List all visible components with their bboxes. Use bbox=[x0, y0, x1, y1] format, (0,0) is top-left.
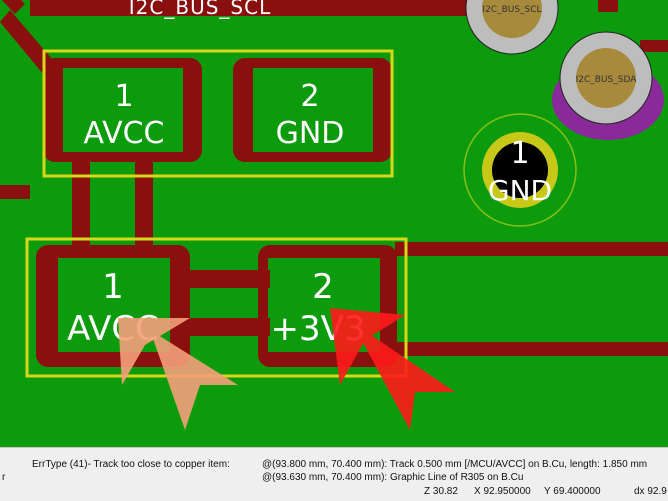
pcb-canvas[interactable]: 1 AVCC 2 GND 1 AVCC 2 +3V3 I2C_BUS_SCL bbox=[0, 0, 668, 447]
bottom-pad1-number: 1 bbox=[102, 267, 124, 307]
track-right-lower[interactable] bbox=[395, 342, 668, 356]
drc-marker-orange[interactable] bbox=[118, 318, 238, 430]
top-net-label: I2C_BUS_SCL bbox=[129, 0, 271, 19]
top-pad1-inner bbox=[63, 68, 183, 152]
top-pad1-number: 1 bbox=[114, 79, 133, 114]
via-scl-hole bbox=[482, 0, 542, 38]
track-vertical-avcc-mid[interactable] bbox=[135, 150, 153, 250]
th-pad-ring-outer bbox=[463, 113, 577, 227]
drc-arrow-orange-1 bbox=[118, 318, 190, 385]
top-pad1-net: AVCC bbox=[83, 116, 164, 151]
status-error-type: ErrType (41)- Track too close to copper … bbox=[32, 459, 230, 470]
status-left-fragment: r bbox=[2, 472, 6, 483]
track-vertical-avcc-top[interactable] bbox=[72, 150, 90, 250]
via-sda-hole bbox=[576, 48, 636, 108]
via-scl[interactable]: I2C_BUS_SCL bbox=[458, 0, 566, 66]
track-diagonal-top-left-2[interactable] bbox=[0, 0, 25, 14]
status-error-item2: @(93.630 mm, 70.400 mm): Graphic Line of… bbox=[262, 472, 524, 483]
track-scl[interactable] bbox=[30, 0, 500, 16]
top-pad2-inner bbox=[253, 68, 373, 152]
bottom-pad2-number: 2 bbox=[312, 267, 334, 307]
drc-arrow-red-1 bbox=[330, 308, 405, 385]
status-delta-x: dx 92.9 bbox=[634, 486, 667, 497]
th-pad-drill bbox=[492, 142, 548, 198]
top-pad2-number: 2 bbox=[300, 79, 319, 114]
pcb-canvas-area[interactable]: 1 AVCC 2 GND 1 AVCC 2 +3V3 I2C_BUS_SCL bbox=[0, 0, 668, 447]
status-cursor-y: Y 69.400000 bbox=[544, 486, 601, 497]
drc-marker-red[interactable] bbox=[330, 308, 455, 430]
status-error-item1: @(93.800 mm, 70.400 mm): Track 0.500 mm … bbox=[262, 459, 648, 470]
via-sda-label: I2C_BUS_SDA bbox=[576, 75, 638, 85]
via-sda[interactable]: I2C_BUS_SDA bbox=[552, 31, 664, 140]
track-left-edge[interactable] bbox=[0, 185, 30, 199]
track-right-top[interactable] bbox=[598, 0, 618, 12]
bottom-connector-top[interactable] bbox=[170, 270, 270, 288]
drc-arrow-orange-2 bbox=[150, 330, 238, 430]
th-pad-net: GND bbox=[488, 174, 552, 207]
status-bar: r ErrType (41)- Track too close to coppe… bbox=[0, 447, 668, 501]
status-cursor-x: X 92.950000 bbox=[474, 486, 531, 497]
status-zoom: Z 30.82 bbox=[424, 486, 458, 497]
track-right-top-2[interactable] bbox=[640, 40, 668, 52]
bottom-connector-bottom[interactable] bbox=[170, 318, 270, 336]
through-hole-pad[interactable]: 1 GND bbox=[463, 113, 577, 227]
top-silkscreen-outline bbox=[42, 49, 394, 178]
top-pad2-net: GND bbox=[276, 116, 345, 151]
drc-arrow-red-2 bbox=[352, 322, 455, 430]
track-right-upper[interactable] bbox=[395, 242, 668, 256]
top-component: 1 AVCC 2 GND bbox=[42, 49, 394, 178]
via-scl-label: I2C_BUS_SCL bbox=[482, 5, 541, 15]
th-pad-number: 1 bbox=[510, 136, 529, 171]
